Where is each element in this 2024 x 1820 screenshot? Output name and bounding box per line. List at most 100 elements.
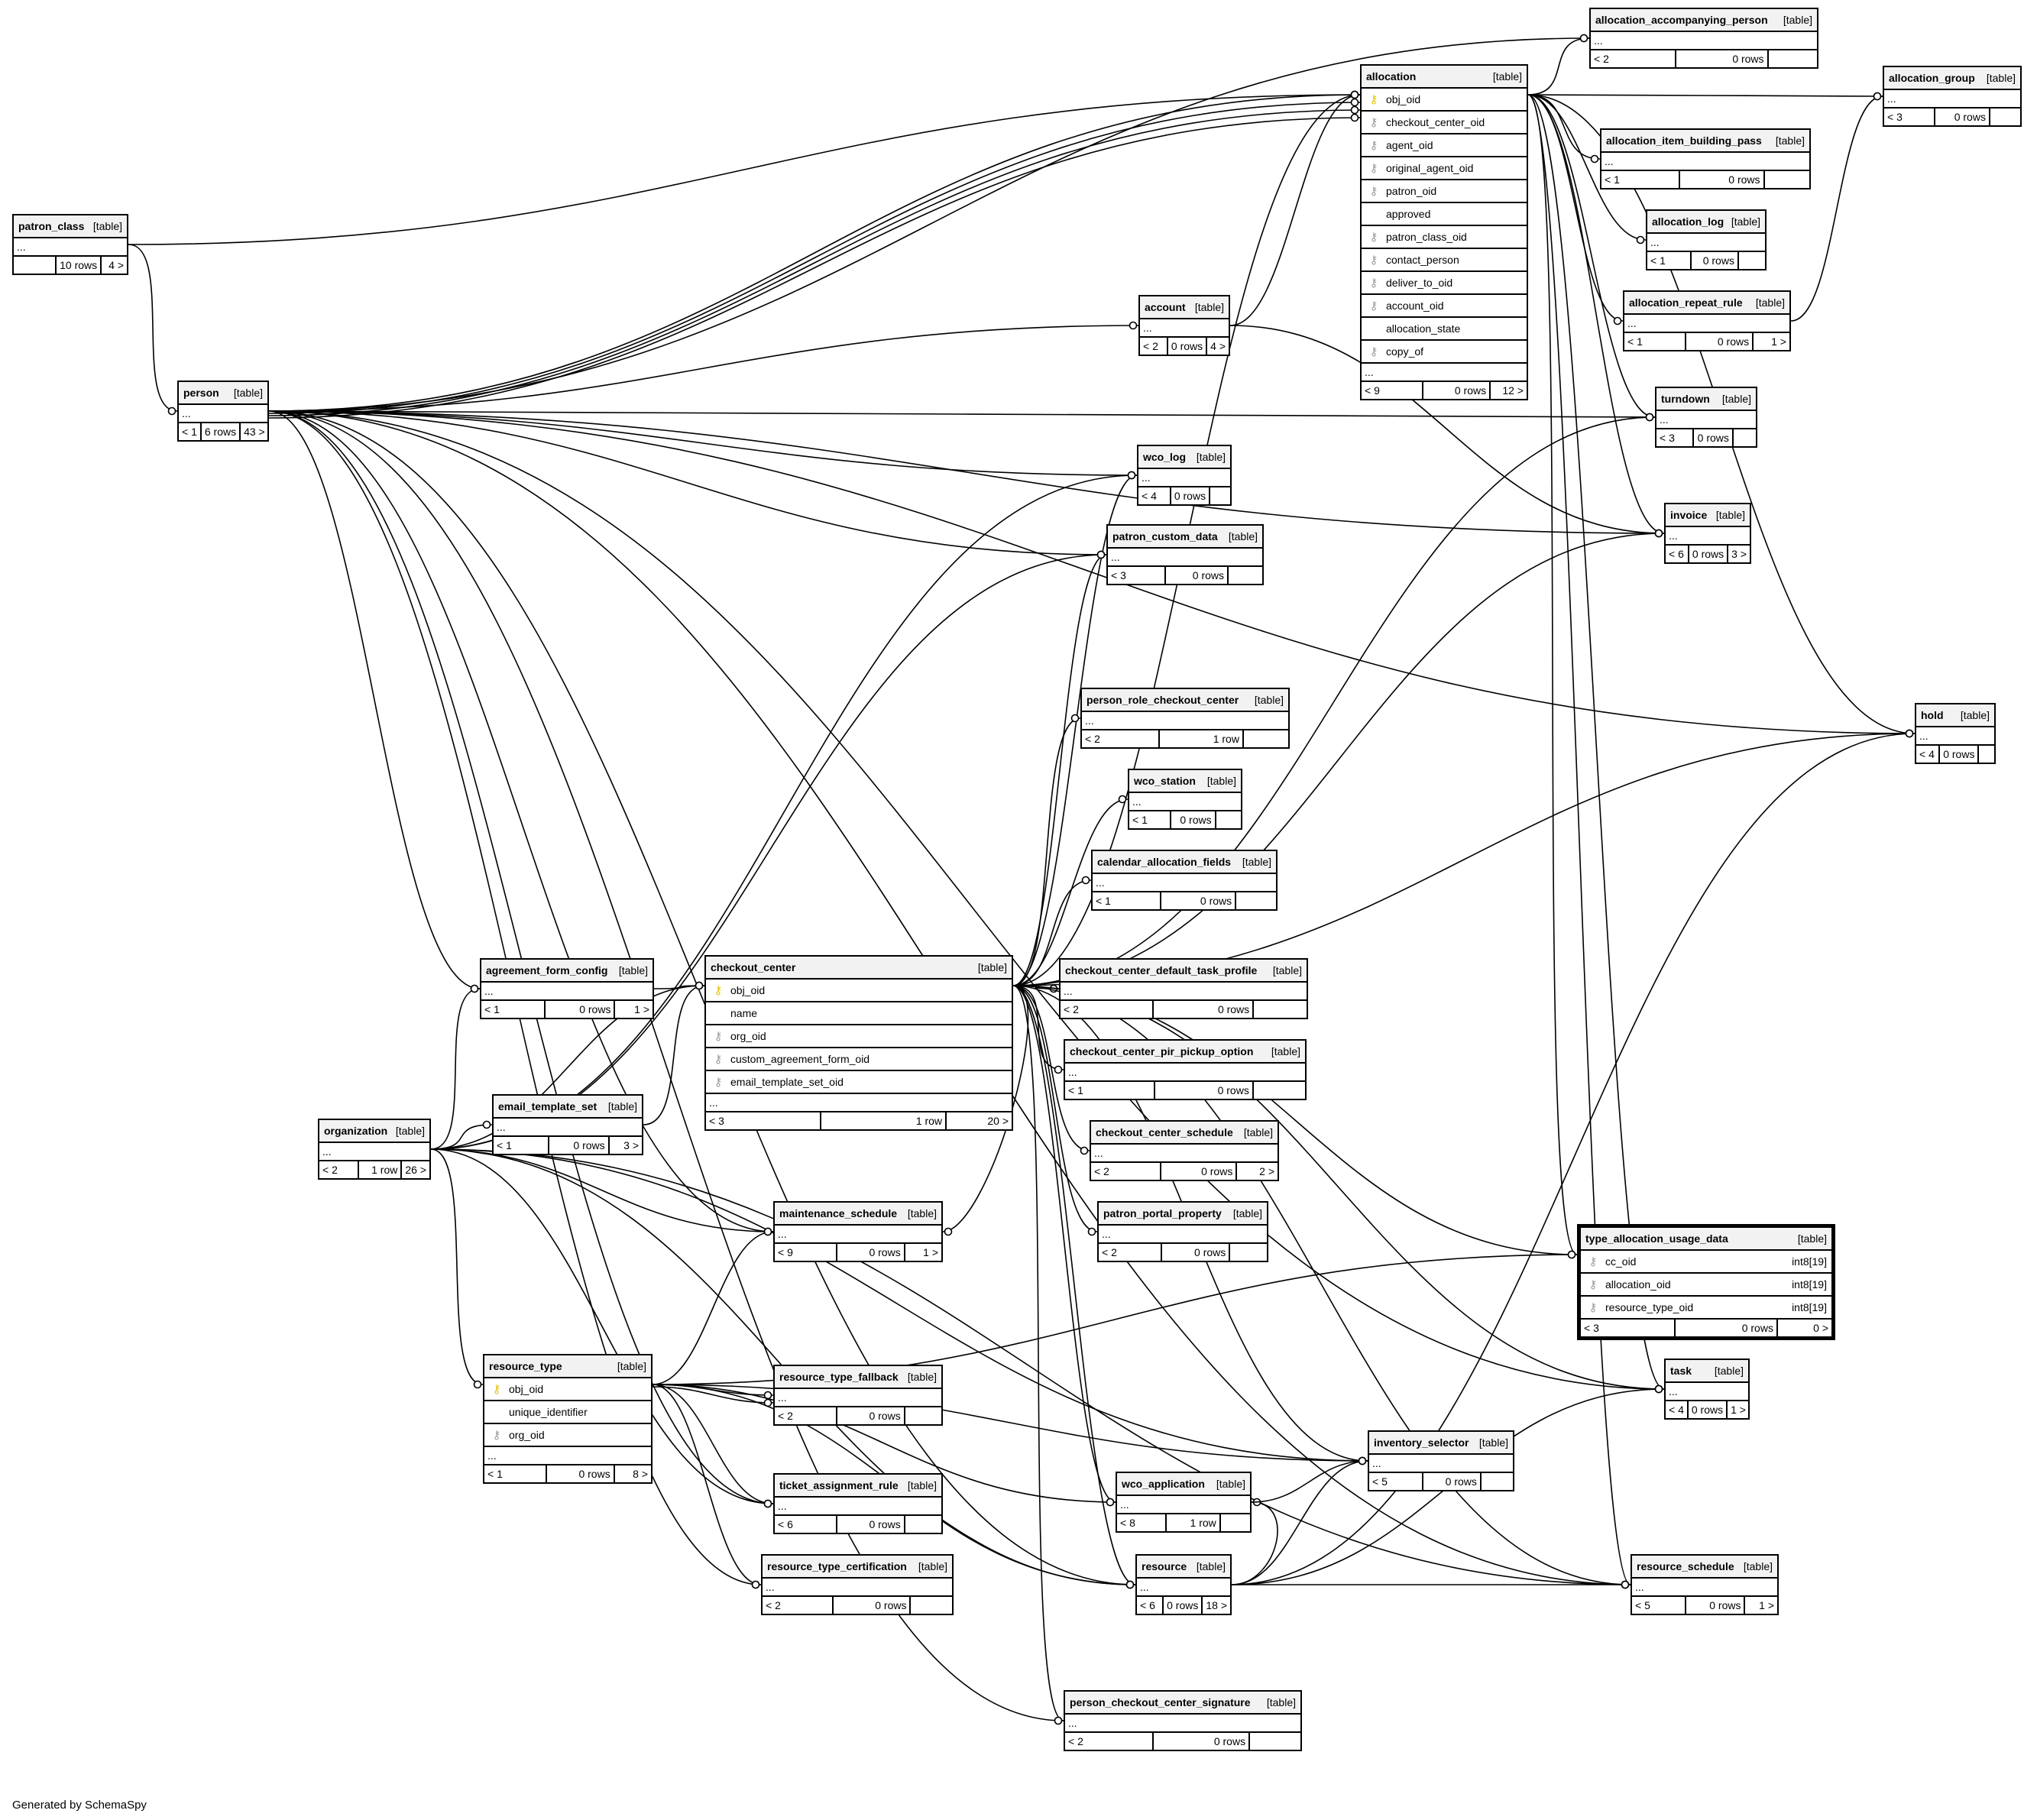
more-columns-ellipsis[interactable]: ... xyxy=(763,1579,952,1597)
more-columns-ellipsis[interactable]: ... xyxy=(1117,1496,1250,1514)
more-columns-ellipsis[interactable]: ... xyxy=(775,1498,941,1516)
table-allocation[interactable]: allocation[table]⚷obj_oid⚷checkout_cente… xyxy=(1360,64,1528,400)
more-columns-ellipsis[interactable]: ... xyxy=(1091,1145,1278,1163)
more-columns-ellipsis[interactable]: ... xyxy=(319,1143,429,1161)
more-columns-ellipsis[interactable]: ... xyxy=(1647,234,1765,252)
column-row[interactable]: ⚷obj_oid xyxy=(1362,89,1527,112)
column-row[interactable]: ⚷patron_oid xyxy=(1362,180,1527,203)
more-columns-ellipsis[interactable]: ... xyxy=(481,983,653,1001)
more-columns-ellipsis[interactable]: ... xyxy=(775,1226,941,1244)
column-row[interactable]: ⚷account_oid xyxy=(1362,295,1527,318)
row-count: 0 rows xyxy=(1154,1733,1251,1750)
table-person-checkout-center-signature[interactable]: person_checkout_center_signature[table].… xyxy=(1064,1690,1302,1751)
more-columns-ellipsis[interactable]: ... xyxy=(1884,90,2020,108)
column-row[interactable]: unique_identifier xyxy=(484,1401,651,1424)
column-row[interactable]: ⚷deliver_to_oid xyxy=(1362,272,1527,295)
column-row[interactable]: ⚷agent_oid xyxy=(1362,134,1527,157)
more-columns-ellipsis[interactable]: ... xyxy=(1916,727,1994,746)
more-columns-ellipsis[interactable]: ... xyxy=(1666,527,1750,546)
more-columns-ellipsis[interactable]: ... xyxy=(1362,364,1527,382)
foreign-key-icon: ⚷ xyxy=(1369,116,1378,129)
column-row[interactable]: ⚷original_agent_oid xyxy=(1362,157,1527,180)
more-columns-ellipsis[interactable]: ... xyxy=(1082,712,1288,730)
column-row[interactable]: ⚷checkout_center_oid xyxy=(1362,112,1527,134)
column-row[interactable]: ⚷obj_oid xyxy=(706,980,1012,1002)
more-columns-ellipsis[interactable]: ... xyxy=(1591,32,1817,50)
more-columns-ellipsis[interactable]: ... xyxy=(1601,153,1809,171)
row-count: 0 rows xyxy=(1676,1320,1778,1336)
column-row[interactable]: ⚷patron_class_oid xyxy=(1362,226,1527,249)
column-row[interactable]: ⚷copy_of xyxy=(1362,341,1527,364)
table-allocation-accompanying-person[interactable]: allocation_accompanying_person[table]...… xyxy=(1589,8,1818,69)
more-columns-ellipsis[interactable]: ... xyxy=(484,1447,651,1465)
column-row[interactable]: allocation_state xyxy=(1362,318,1527,341)
more-columns-ellipsis[interactable]: ... xyxy=(1138,469,1230,487)
more-columns-ellipsis[interactable]: ... xyxy=(1632,1579,1777,1597)
more-columns-ellipsis[interactable]: ... xyxy=(1065,1064,1305,1082)
table-resource-type-certification[interactable]: resource_type_certification[table]...< 2… xyxy=(761,1554,954,1615)
more-columns-ellipsis[interactable]: ... xyxy=(1140,319,1229,338)
column-row[interactable]: ⚷email_template_set_oid xyxy=(706,1071,1012,1094)
column-row[interactable]: ⚷org_oid xyxy=(706,1025,1012,1048)
more-columns-ellipsis[interactable]: ... xyxy=(706,1094,1012,1112)
more-columns-ellipsis[interactable]: ... xyxy=(1666,1383,1748,1401)
table-checkout-center-pir-pickup-option[interactable]: checkout_center_pir_pickup_option[table]… xyxy=(1064,1039,1307,1100)
more-columns-ellipsis[interactable]: ... xyxy=(1624,315,1789,333)
column-row[interactable]: ⚷contact_person xyxy=(1362,249,1527,272)
column-row[interactable]: name xyxy=(706,1002,1012,1025)
more-columns-ellipsis[interactable]: ... xyxy=(1108,549,1262,567)
column-row[interactable]: ⚷custom_agreement_form_oid xyxy=(706,1048,1012,1071)
table-type-allocation-usage-data[interactable]: type_allocation_usage_data[table]⚷cc_oid… xyxy=(1577,1224,1835,1340)
more-columns-ellipsis[interactable]: ... xyxy=(1065,1715,1300,1733)
table-checkout-center-default-task-profile[interactable]: checkout_center_default_task_profile[tab… xyxy=(1059,958,1308,1019)
column-row[interactable]: ⚷org_oid xyxy=(484,1424,651,1447)
more-columns-ellipsis[interactable]: ... xyxy=(1061,983,1307,1001)
table-allocation-item-building-pass[interactable]: allocation_item_building_pass[table]...<… xyxy=(1600,128,1811,189)
column-row[interactable]: approved xyxy=(1362,203,1527,226)
more-columns-ellipsis[interactable]: ... xyxy=(1137,1579,1230,1597)
table-person-role-checkout-center[interactable]: person_role_checkout_center[table]...< 2… xyxy=(1080,688,1290,749)
more-columns-ellipsis[interactable]: ... xyxy=(494,1119,642,1137)
more-columns-ellipsis[interactable]: ... xyxy=(1129,793,1241,811)
more-columns-ellipsis[interactable]: ... xyxy=(1099,1226,1267,1244)
more-columns-ellipsis[interactable]: ... xyxy=(775,1389,941,1407)
more-columns-ellipsis[interactable]: ... xyxy=(14,238,127,257)
more-columns-ellipsis[interactable]: ... xyxy=(1656,411,1756,429)
more-columns-ellipsis[interactable]: ... xyxy=(1369,1455,1513,1473)
more-columns-ellipsis[interactable]: ... xyxy=(179,405,267,423)
more-columns-ellipsis[interactable]: ... xyxy=(1093,874,1276,892)
column-row[interactable]: ⚷obj_oid xyxy=(484,1378,651,1401)
